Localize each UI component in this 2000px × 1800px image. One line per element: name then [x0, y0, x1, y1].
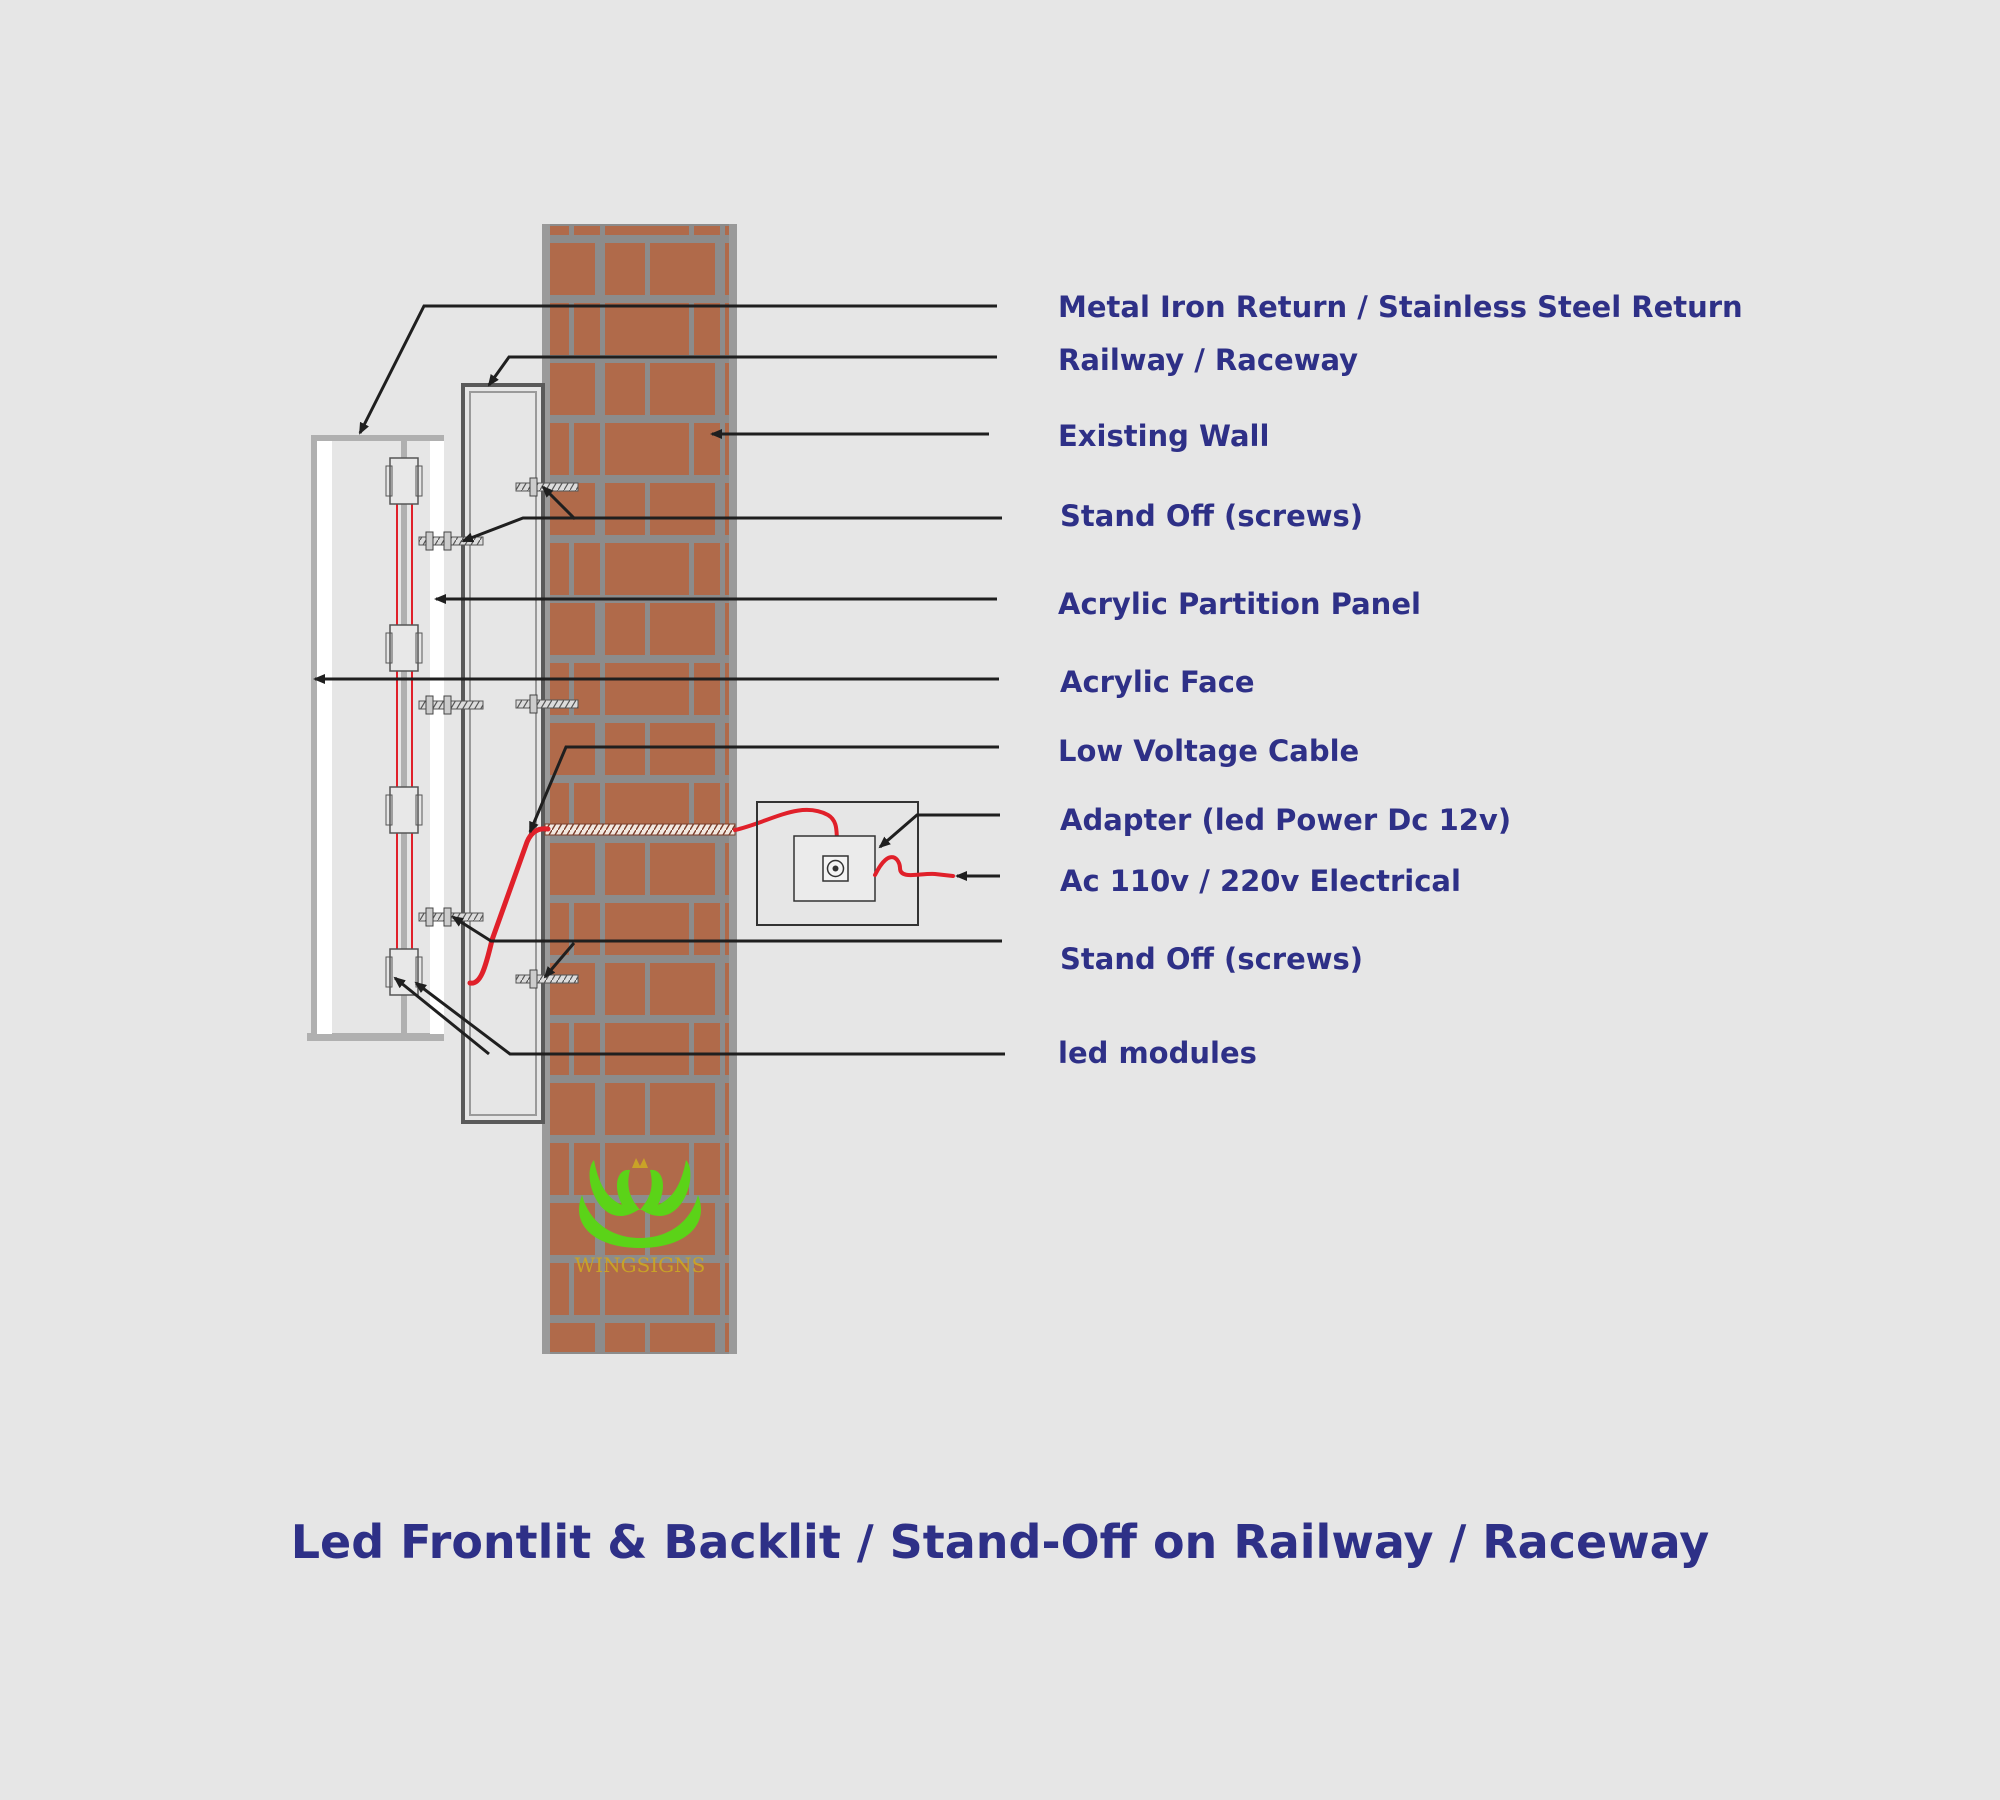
- acrylic-face: [317, 441, 332, 1034]
- led-module: [385, 948, 423, 996]
- label-metal-return: Metal Iron Return / Stainless Steel Retu…: [1058, 290, 1743, 324]
- label-low-voltage-cable: Low Voltage Cable: [1058, 734, 1359, 768]
- led-module: [385, 457, 423, 505]
- label-standoff-top: Stand Off (screws): [1060, 499, 1363, 533]
- led-module: [385, 624, 423, 672]
- label-raceway: Railway / Raceway: [1058, 343, 1358, 377]
- label-standoff-bottom: Stand Off (screws): [1060, 942, 1363, 976]
- page-title: Led Frontlit & Backlit / Stand-Off on Ra…: [290, 1515, 1710, 1569]
- raceway-channel: [461, 383, 545, 1124]
- ac-input-cable: [873, 855, 955, 878]
- metal-return: [307, 435, 444, 1041]
- adapter-box: [756, 801, 919, 926]
- power-connector-icon: [822, 855, 849, 882]
- led-module: [385, 786, 423, 834]
- wall-conduit: [544, 823, 736, 836]
- acrylic-partition-panel: [430, 441, 444, 1034]
- label-existing-wall: Existing Wall: [1058, 419, 1269, 453]
- standoff-screws-sign: [418, 531, 484, 927]
- label-ac-electrical: Ac 110v / 220v Electrical: [1060, 864, 1461, 898]
- label-led-modules: led modules: [1058, 1036, 1257, 1070]
- leader-lines: [313, 304, 1005, 1056]
- adapter-cable: [733, 807, 840, 844]
- existing-wall: [542, 224, 737, 1354]
- label-acrylic-face: Acrylic Face: [1060, 665, 1255, 699]
- label-partition-panel: Acrylic Partition Panel: [1058, 587, 1421, 621]
- swan-crown-logo-icon: WINGSIGNS: [575, 1158, 706, 1277]
- label-adapter: Adapter (led Power Dc 12v): [1060, 803, 1511, 837]
- low-voltage-cable: [467, 826, 551, 986]
- svg-text:WINGSIGNS: WINGSIGNS: [575, 1253, 706, 1277]
